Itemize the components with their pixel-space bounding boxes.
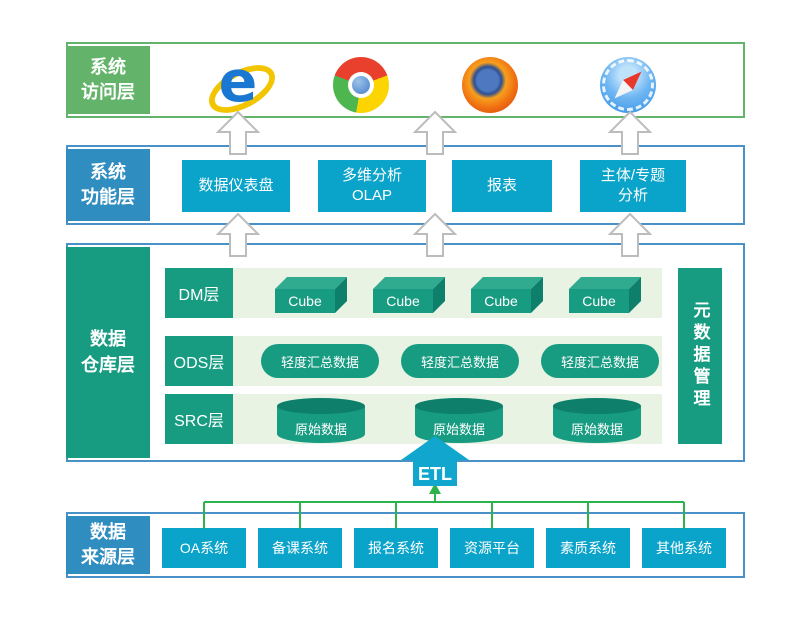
svg-text:Cube: Cube: [288, 293, 322, 309]
source-box-resource-platform: 资源平台: [450, 528, 534, 568]
warehouse-layer-label: 数据 仓库层: [66, 247, 150, 458]
function-box-report: 报表: [452, 160, 552, 212]
svg-text:Cube: Cube: [484, 293, 518, 309]
ie-e-glyph: e: [218, 48, 258, 115]
svg-text:Cube: Cube: [386, 293, 420, 309]
up-arrow-icon-function-2: [413, 212, 457, 257]
warehouse-layer-label-line2: 仓库层: [81, 354, 135, 375]
function-layer-label-line2: 功能层: [81, 187, 135, 207]
source-box-quality: 素质系统: [546, 528, 630, 568]
function-layer-label-line1: 系统: [90, 161, 126, 182]
source-box-lesson-prep: 备课系统: [258, 528, 342, 568]
function-box-dashboard: 数据仪表盘: [182, 160, 290, 212]
warehouse-layer-label-line1: 数据: [90, 329, 126, 350]
src-row-label: SRC层: [165, 394, 233, 444]
summary-data-pill-2: 轻度汇总数据: [401, 344, 519, 378]
source-layer-label-line2: 来源层: [81, 547, 135, 567]
up-arrow-icon-function-3: [608, 212, 652, 257]
up-arrow-icon-access-2: [413, 110, 457, 155]
svg-text:ETL: ETL: [418, 464, 452, 484]
function-box-olap: 多维分析 OLAP: [318, 160, 426, 212]
firefox-icon: [462, 57, 518, 113]
source-layer-label: 数据 来源层: [66, 516, 150, 574]
cube-icon-2: Cube: [373, 277, 445, 313]
raw-data-cylinder-3: 原始数据: [553, 398, 641, 443]
chrome-hub: [348, 72, 374, 98]
source-box-oa: OA系统: [162, 528, 246, 568]
svg-text:Cube: Cube: [582, 293, 616, 309]
function-layer-label: 系统 功能层: [66, 149, 150, 221]
source-box-other: 其他系统: [642, 528, 726, 568]
metadata-management-bar: 元数据管理: [678, 268, 722, 444]
raw-data-cylinder-2: 原始数据: [415, 398, 503, 443]
chrome-hub-inner: [352, 76, 370, 94]
source-layer-label-line1: 数据: [90, 521, 126, 542]
function-box-subject-analysis: 主体/专题 分析: [580, 160, 686, 212]
summary-data-pill-3: 轻度汇总数据: [541, 344, 659, 378]
cube-icon-3: Cube: [471, 277, 543, 313]
internet-explorer-icon: e: [201, 48, 283, 123]
access-layer-label: 系统 访问层: [66, 46, 150, 114]
access-layer-label-line2: 访问层: [81, 82, 135, 102]
safari-icon: [600, 57, 656, 113]
up-arrow-icon-access-3: [608, 110, 652, 155]
up-arrow-icon-access-1: [216, 110, 260, 155]
dm-row-label: DM层: [165, 268, 233, 318]
ods-row-label: ODS层: [165, 336, 233, 386]
raw-data-cylinder-1: 原始数据: [277, 398, 365, 443]
source-box-registration: 报名系统: [354, 528, 438, 568]
up-arrow-icon-function-1: [216, 212, 260, 257]
chrome-icon: [333, 57, 389, 113]
safari-ticks: [602, 59, 654, 111]
summary-data-pill-1: 轻度汇总数据: [261, 344, 379, 378]
etl-arrow: ETL: [401, 436, 469, 486]
access-layer-label-line1: 系统: [90, 56, 126, 77]
cube-icon-1: Cube: [275, 277, 347, 313]
cube-icon-4: Cube: [569, 277, 641, 313]
